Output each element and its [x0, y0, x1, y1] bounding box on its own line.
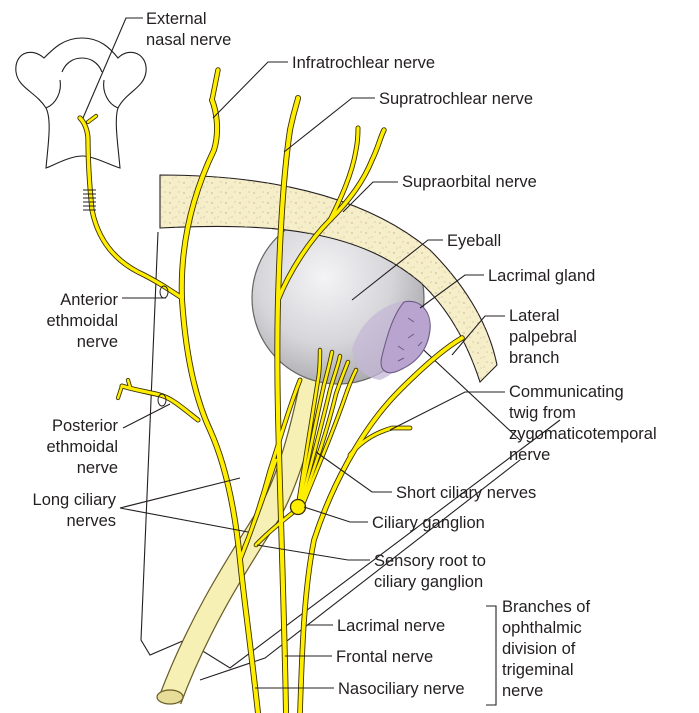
label-lacrimal-nerve: Lacrimal nerve	[337, 617, 445, 635]
label-supratrochlear: Supratrochlear nerve	[379, 90, 533, 108]
label-nasociliary-nerve: Nasociliary nerve	[338, 680, 465, 698]
posterior-ethmoidal-nerve-outline	[122, 386, 198, 420]
label-supraorbital: Supraorbital nerve	[402, 173, 537, 191]
label-lacrimal-gland: Lacrimal gland	[488, 267, 595, 285]
optic-nerve	[157, 380, 312, 704]
label-ciliary-ganglion: Ciliary ganglion	[372, 514, 485, 532]
nose-outline-icon	[16, 38, 146, 168]
label-infratrochlear: Infratrochlear nerve	[292, 54, 435, 72]
label-eyeball: Eyeball	[447, 232, 501, 250]
ciliary-ganglion	[291, 500, 306, 515]
label-frontal-nerve: Frontal nerve	[336, 648, 433, 666]
label-short-ciliary: Short ciliary nerves	[396, 484, 536, 502]
